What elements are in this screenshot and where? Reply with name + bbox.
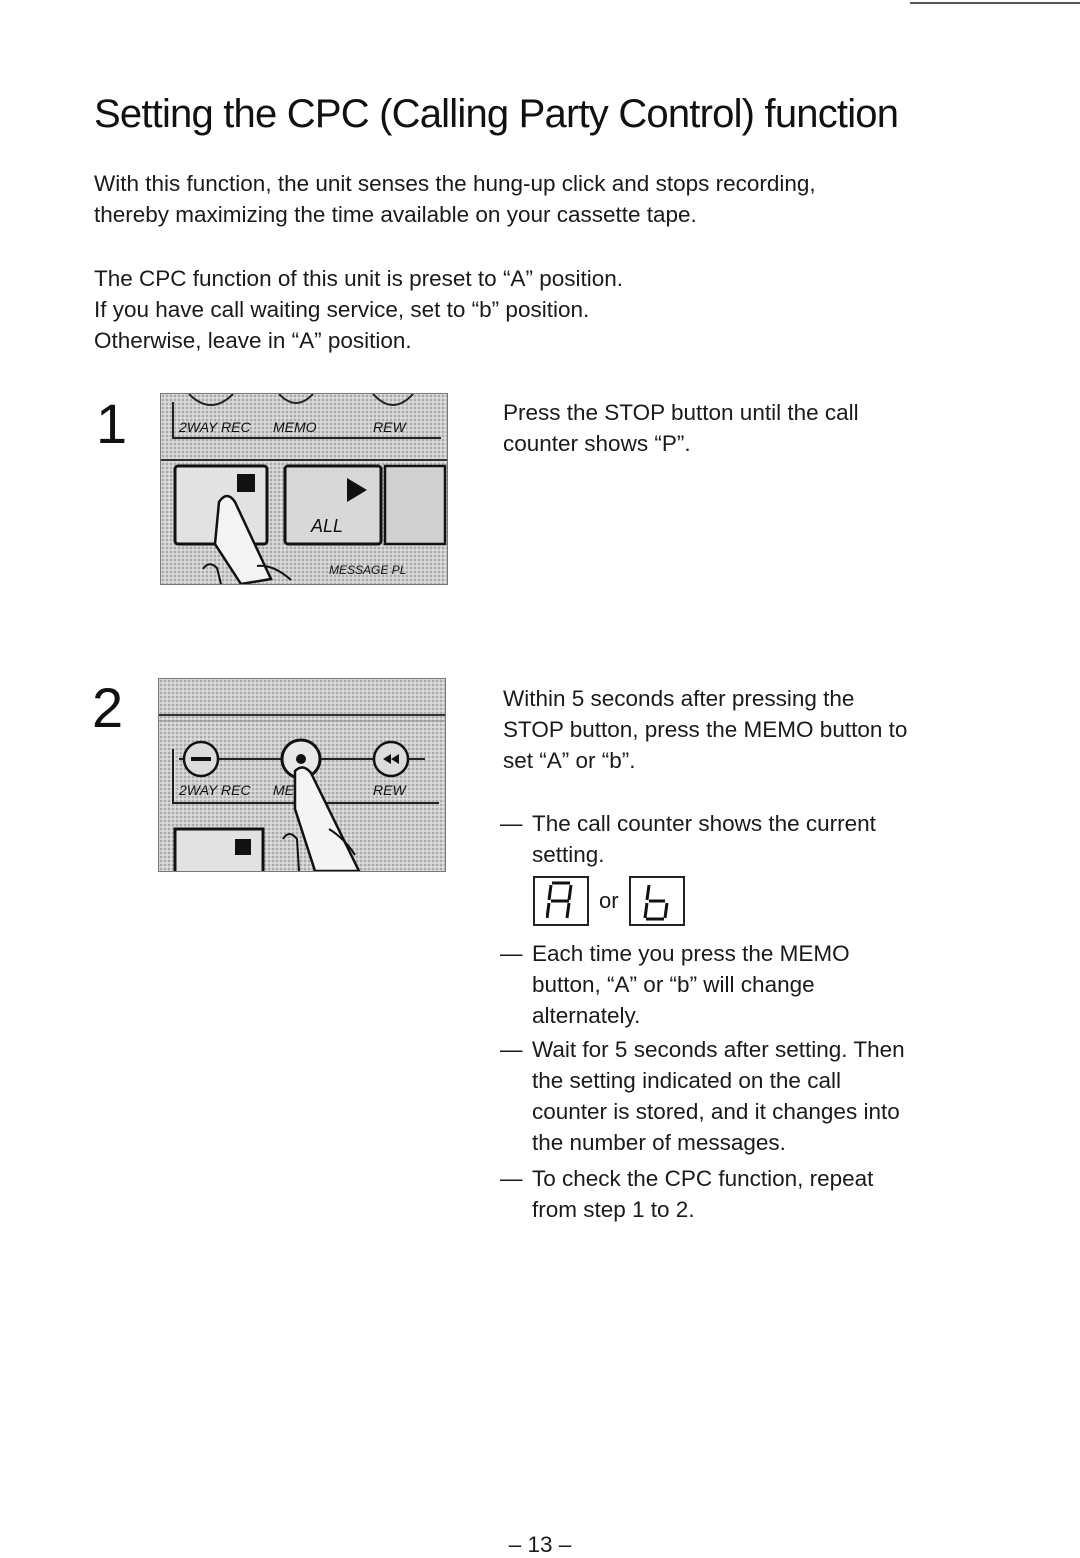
note-line: counter is stored, and it changes into bbox=[532, 1099, 900, 1124]
step-2-line: STOP button, press the MEMO button to bbox=[503, 717, 908, 742]
note-line: button, “A” or “b” will change bbox=[532, 972, 815, 997]
note-line: Wait for 5 seconds after setting. Then bbox=[532, 1037, 905, 1062]
stop-button-press-illustration: 2WAY REC MEMO REW ALL MESSAGE PL bbox=[161, 394, 447, 584]
label-all: ALL bbox=[310, 516, 343, 536]
page-number: – 13 – bbox=[508, 1532, 572, 1557]
preset-line: Otherwise, leave in “A” position. bbox=[94, 328, 412, 353]
lcd-or: or bbox=[599, 888, 619, 913]
intro-line: With this function, the unit senses the … bbox=[94, 171, 816, 196]
note-line: from step 1 to 2. bbox=[532, 1197, 695, 1222]
note-dash: — bbox=[500, 1166, 523, 1191]
label-memo: ME bbox=[273, 782, 295, 798]
preset-line: If you have call waiting service, set to… bbox=[94, 297, 590, 322]
page-title: Setting the CPC (Calling Party Control) … bbox=[94, 92, 899, 136]
lcd-b-glyph bbox=[643, 884, 669, 921]
note-item: — The call counter shows the current set… bbox=[500, 808, 876, 870]
intro-paragraph: With this function, the unit senses the … bbox=[94, 168, 816, 230]
step-1-text: Press the STOP button until the call cou… bbox=[503, 397, 859, 459]
step-number-2: 2 bbox=[92, 676, 124, 739]
note-item: — Wait for 5 seconds after setting. Then… bbox=[500, 1034, 905, 1158]
step-2-line: set “A” or “b”. bbox=[503, 748, 636, 773]
label-2way-rec: 2WAY REC bbox=[178, 419, 251, 435]
memo-button-press-illustration: 2WAY REC ME REW bbox=[159, 714, 445, 871]
step-2-text: Within 5 seconds after pressing the STOP… bbox=[503, 683, 907, 776]
step-1-line: Press the STOP button until the call bbox=[503, 400, 859, 425]
note-line: the setting indicated on the call bbox=[532, 1068, 841, 1093]
preset-paragraph: The CPC function of this unit is preset … bbox=[94, 263, 623, 356]
lcd-a-glyph bbox=[546, 881, 573, 919]
label-rew: REW bbox=[373, 419, 407, 435]
note-line: To check the CPC function, repeat bbox=[532, 1166, 874, 1191]
step-2-photo: 2WAY REC ME REW bbox=[158, 678, 446, 872]
note-line: Each time you press the MEMO bbox=[532, 941, 850, 966]
intro-line: thereby maximizing the time available on… bbox=[94, 202, 697, 227]
label-2way-rec: 2WAY REC bbox=[178, 782, 251, 798]
note-item: — To check the CPC function, repeat from… bbox=[500, 1163, 873, 1225]
step-1-line: counter shows “P”. bbox=[503, 431, 691, 456]
label-rew: REW bbox=[373, 782, 407, 798]
note-line: alternately. bbox=[532, 1003, 641, 1028]
lcd-a-box: A bbox=[533, 876, 589, 926]
step-2-line: Within 5 seconds after pressing the bbox=[503, 686, 855, 711]
note-dash: — bbox=[500, 1037, 523, 1062]
label-memo: MEMO bbox=[273, 419, 317, 435]
step-1-photo: 2WAY REC MEMO REW ALL MESSAGE PL bbox=[160, 393, 448, 585]
note-dash: — bbox=[500, 811, 523, 836]
lcd-b-box: b bbox=[628, 876, 685, 926]
step-number-1: 1 bbox=[96, 392, 128, 455]
note-line: The call counter shows the current bbox=[532, 811, 876, 836]
lcd-display-examples: A or b bbox=[533, 875, 685, 927]
corner-rule bbox=[910, 2, 1080, 4]
note-line: the number of messages. bbox=[532, 1130, 786, 1155]
note-dash: — bbox=[500, 941, 523, 966]
note-item: — Each time you press the MEMO button, “… bbox=[500, 938, 850, 1031]
note-line: setting. bbox=[532, 842, 605, 867]
preset-line: The CPC function of this unit is preset … bbox=[94, 266, 623, 291]
label-message-play: MESSAGE PL bbox=[329, 563, 406, 577]
